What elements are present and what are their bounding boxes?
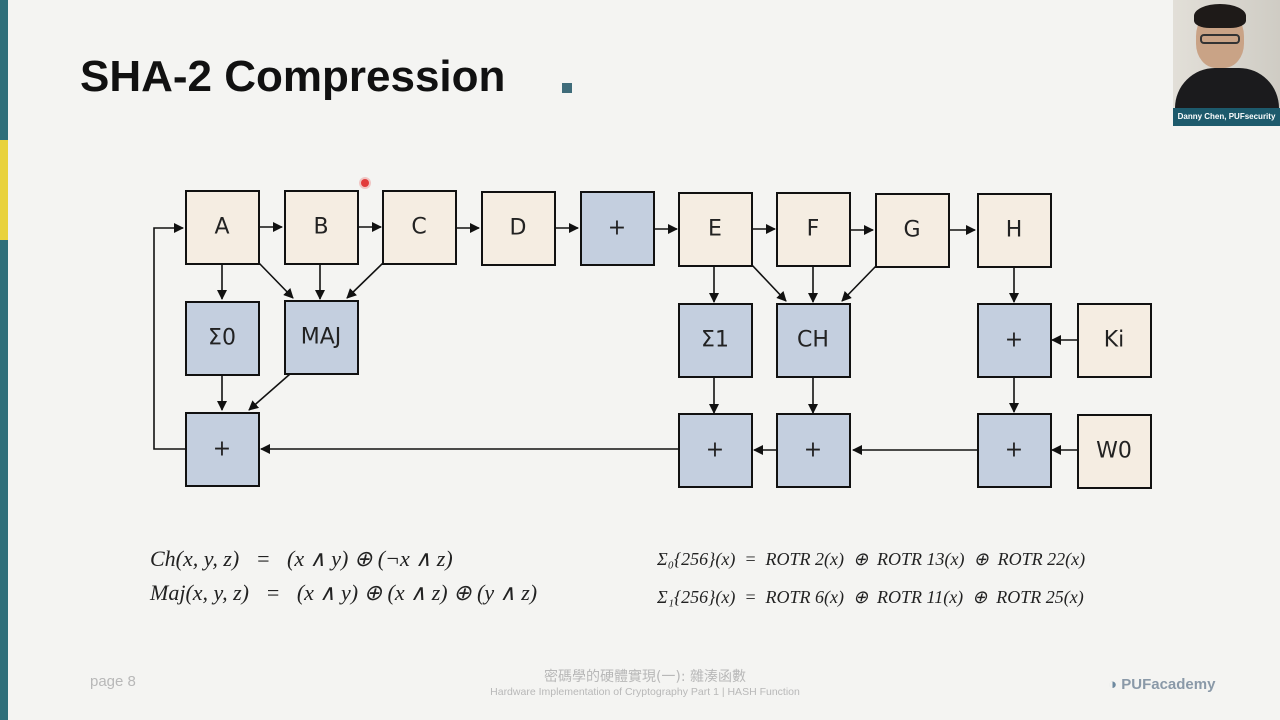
- label-f: F: [807, 217, 820, 242]
- label-b: B: [313, 215, 328, 240]
- label-add-k: +: [1005, 328, 1023, 353]
- label-k: Ki: [1104, 328, 1125, 353]
- formula-sigma1: Σ₁{256}(x) = ROTR 6(x) ⊕ ROTR 11(x) ⊕ RO…: [657, 587, 1084, 608]
- label-g: G: [903, 218, 920, 243]
- label-add-e2: +: [804, 438, 822, 463]
- label-d: D: [510, 216, 527, 241]
- webcam-overlay: Danny Chen, PUFsecurity: [1173, 0, 1280, 126]
- label-add-w: +: [1005, 438, 1023, 463]
- label-add-a: +: [213, 437, 231, 462]
- formula-sigma0: Σ₀{256}(x) = ROTR 2(x) ⊕ ROTR 13(x) ⊕ RO…: [657, 549, 1085, 570]
- label-h: H: [1006, 218, 1023, 243]
- webcam-caption: Danny Chen, PUFsecurity: [1173, 108, 1280, 126]
- footer-title-en: Hardware Implementation of Cryptography …: [0, 686, 1280, 698]
- label-e: E: [708, 217, 722, 242]
- label-sigma1: Σ1: [701, 328, 729, 353]
- puf-logo: ◑ PUFacademy: [1108, 676, 1215, 693]
- logo-text: PUFacademy: [1121, 676, 1215, 693]
- footer-title-cn: 密碼學的硬體實現(一): 雜湊函數: [0, 666, 1280, 686]
- arrow-maj-add: [249, 374, 290, 410]
- arrow-a-maj: [258, 262, 293, 298]
- label-sigma0: Σ0: [208, 326, 236, 351]
- label-ch: CH: [797, 328, 829, 353]
- label-a: A: [214, 215, 229, 240]
- arrow-e-ch: [751, 264, 786, 301]
- formula-maj: Maj(x, y, z) = (x ∧ y) ⊕ (x ∧ z) ⊕ (y ∧ …: [150, 580, 537, 606]
- logo-mark-icon: ◑: [1108, 676, 1121, 693]
- label-c: C: [411, 215, 426, 240]
- label-add-top: +: [608, 216, 626, 241]
- glasses-icon: [1200, 34, 1240, 44]
- arrow-g-ch: [842, 265, 877, 301]
- formula-ch: Ch(x, y, z) = (x ∧ y) ⊕ (¬x ∧ z): [150, 546, 453, 572]
- label-w: W0: [1096, 439, 1132, 464]
- label-add-e1: +: [706, 438, 724, 463]
- pointer-cursor-icon: [361, 179, 369, 187]
- arrow-feedback: [154, 228, 185, 449]
- arrow-c-maj: [347, 263, 383, 298]
- label-maj: MAJ: [301, 325, 342, 350]
